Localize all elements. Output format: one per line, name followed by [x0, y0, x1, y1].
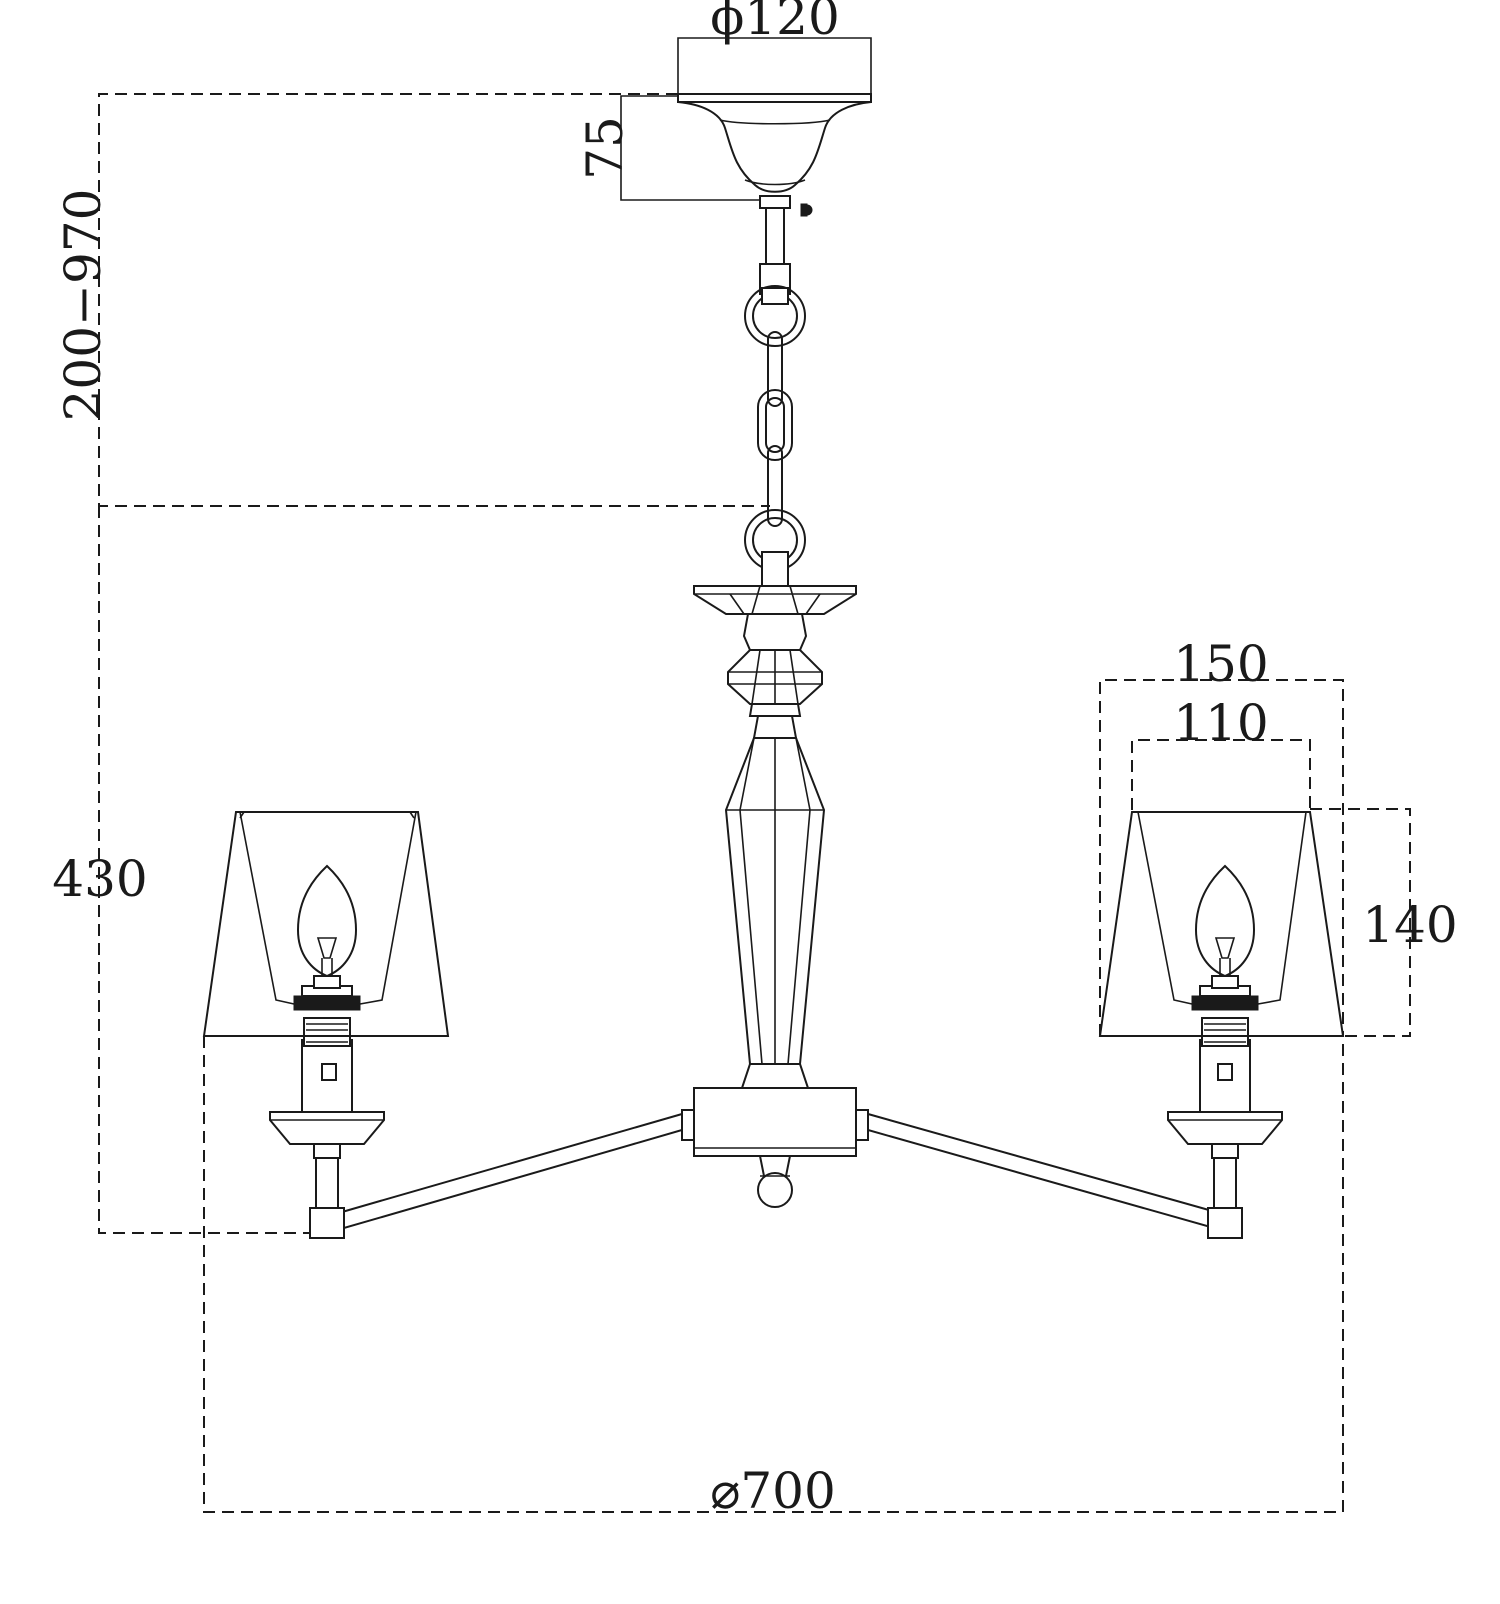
chain-length-dim-line [98, 93, 770, 507]
body-height-dim-line [98, 506, 318, 1234]
suspension-chain [744, 207, 806, 589]
shade-top-width-dim-line [1131, 739, 1311, 810]
overall-diameter-label: ⌀700 [710, 1462, 836, 1520]
dimension-labels: ϕ120 75 200−970 430 150 110 140 ⌀700 [52, 0, 1457, 1520]
chain-length-label: 200−970 [54, 189, 112, 422]
central-column [681, 585, 869, 1208]
overall-diameter-dim-line [203, 1036, 1344, 1513]
right-lamp-shade [1098, 811, 1345, 1037]
canopy-height-dim-line [620, 95, 760, 201]
canopy-width-dim-line [677, 37, 872, 94]
shade-bottom-width-label: 150 [1173, 635, 1268, 693]
body-height-label: 430 [52, 850, 147, 908]
shade-bottom-width-dim-line [1099, 679, 1344, 1036]
dimension-lines [98, 93, 1411, 1513]
canopy-diameter-label: ϕ120 [710, 0, 840, 46]
shade-top-width-label: 110 [1173, 694, 1268, 752]
left-lamp-shade [202, 811, 450, 1037]
ceiling-canopy [620, 37, 872, 217]
left-lamp [202, 811, 450, 1239]
shade-height-label: 140 [1362, 896, 1457, 954]
shade-height-dim-line [1310, 808, 1411, 1037]
right-lamp [1098, 811, 1345, 1239]
canopy-height-label: 75 [576, 116, 634, 180]
